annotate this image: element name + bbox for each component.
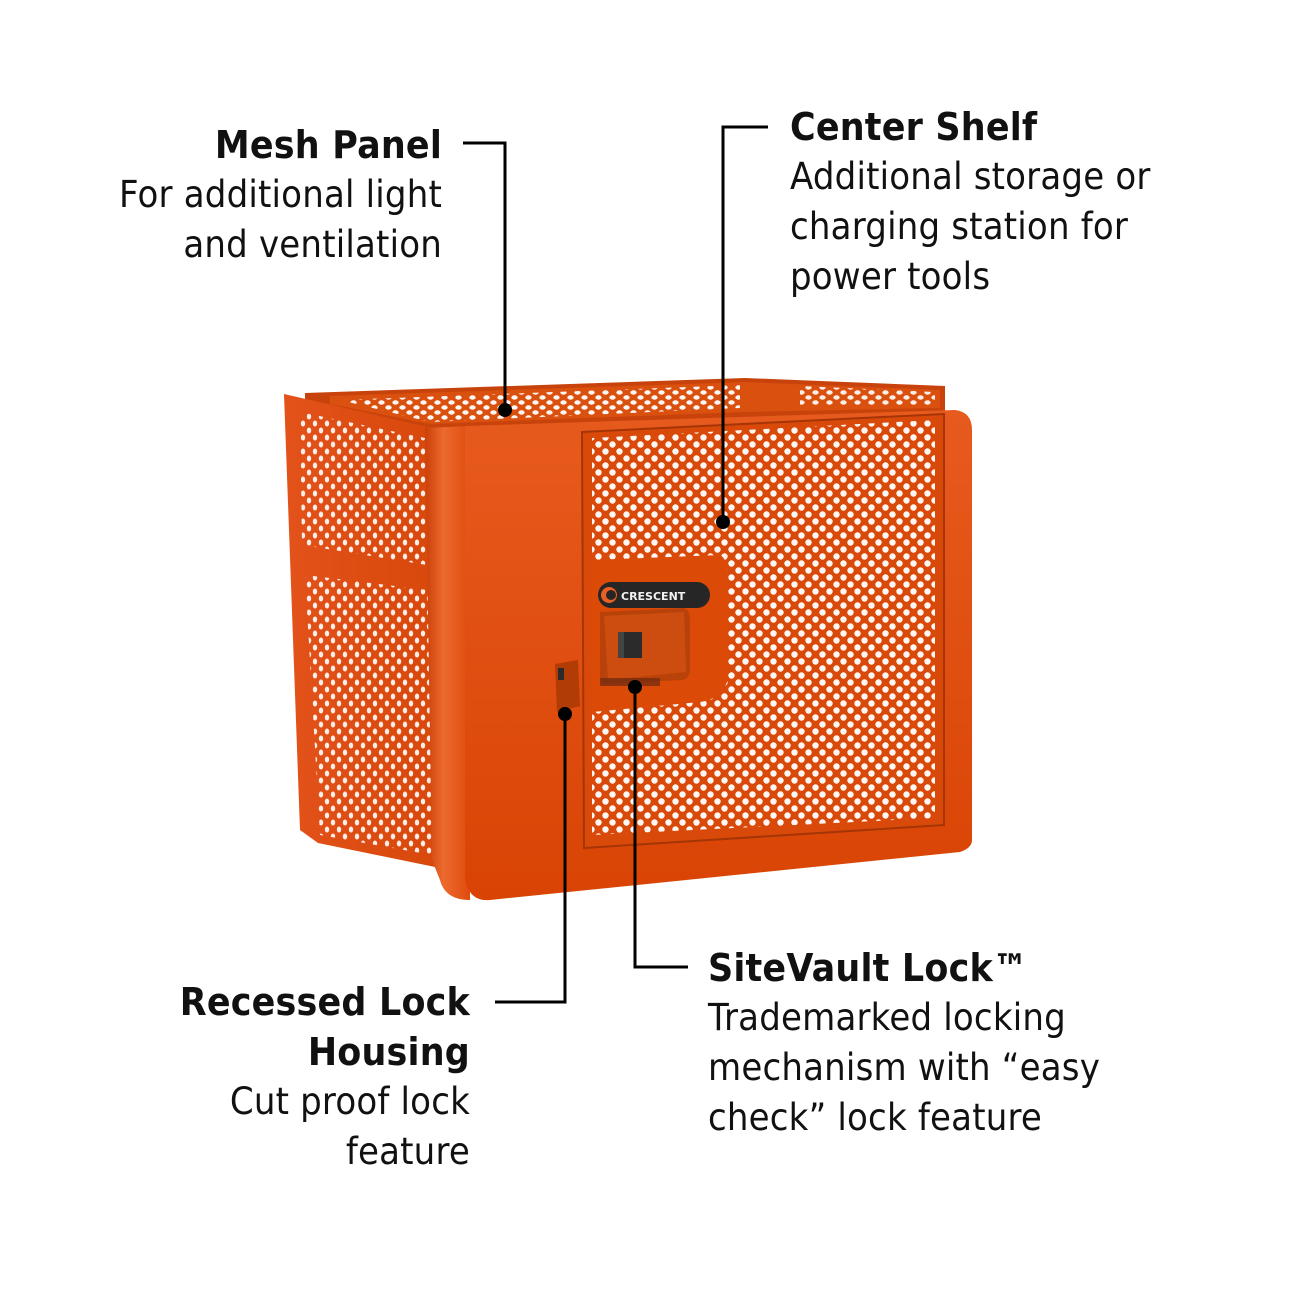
recessed-lock-housing (555, 660, 580, 712)
callout-description-line: Trademarked locking (708, 996, 1066, 1039)
box-corner (425, 426, 470, 900)
callout-center-shelf: Center Shelf Additional storage or charg… (790, 102, 1290, 302)
callout-mesh-panel: Mesh Panel For additional light and vent… (0, 120, 442, 270)
crescent-badge: CRESCENT (598, 582, 710, 608)
callout-description-line: Cut proof lock (229, 1080, 470, 1123)
callout-title: SiteVault Lock™ (708, 946, 1029, 990)
callout-sitevault-lock: SiteVault Lock™ Trademarked locking mech… (708, 943, 1228, 1143)
callout-description-line: mechanism with “easy (708, 1046, 1101, 1089)
callout-description-line: Additional storage or (790, 155, 1151, 198)
callout-description-line: For additional light (118, 173, 442, 216)
callout-description-line: and ventilation (183, 223, 442, 266)
callout-title: Housing (307, 1030, 470, 1074)
callout-title: Center Shelf (790, 105, 1038, 149)
mesh-side-panel (284, 394, 440, 868)
callout-recessed-lock-housing: Recessed Lock Housing Cut proof lock fea… (70, 977, 470, 1177)
callout-description-line: power tools (790, 255, 991, 298)
callout-title: Mesh Panel (214, 123, 442, 167)
callout-description-line: check” lock feature (708, 1096, 1043, 1139)
callout-description-line: charging station for (790, 205, 1129, 248)
callout-title: Recessed Lock (179, 980, 470, 1024)
callout-description-line: feature (345, 1130, 470, 1173)
sitevault-lock (600, 608, 690, 686)
brand-name: CRESCENT (621, 590, 686, 603)
